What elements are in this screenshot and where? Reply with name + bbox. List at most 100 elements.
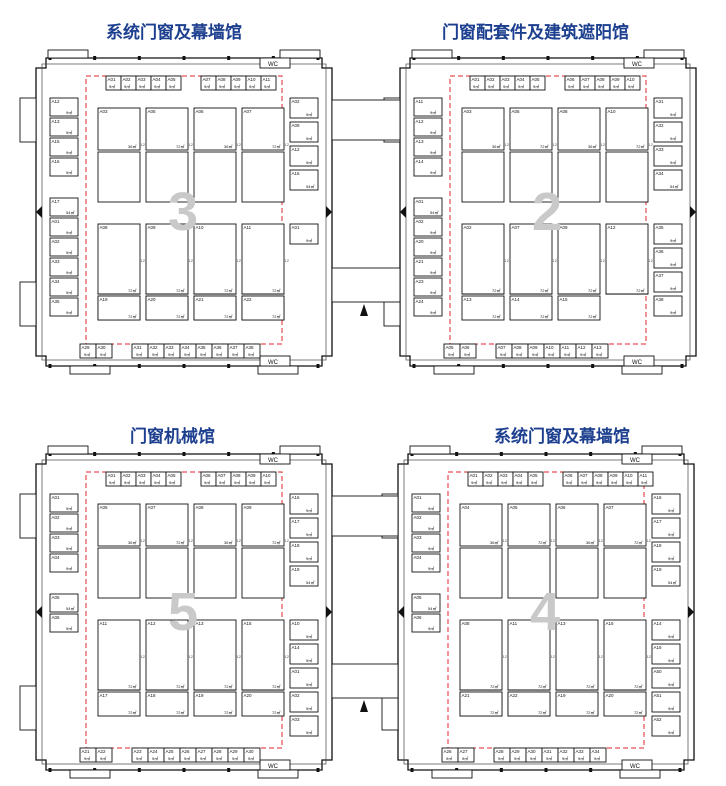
hall-3: WCWCA019㎡A029㎡A039㎡A049㎡A059㎡A079㎡A089㎡A… [19,49,333,375]
hall-number: 5 [168,582,198,642]
wc-label: WC [268,360,279,366]
booth-area: 9㎡ [109,83,115,89]
booth-number: A11 [416,99,424,104]
booth-area: 9㎡ [562,755,568,761]
booth-number: A13 [196,621,205,626]
booth-area: 9㎡ [473,83,479,89]
booth-area: 36㎡ [588,143,596,149]
booth-number: A06 [52,615,61,620]
column [591,56,595,60]
booth-area: 72㎡ [492,287,500,293]
booth-area: 9㎡ [668,657,674,663]
booth-number: A11 [244,225,252,230]
booth [49,493,79,513]
booth [193,295,237,321]
booth-area: 9㎡ [626,479,632,485]
booth-area: 9㎡ [500,351,506,357]
booth-area: 72㎡ [272,287,280,293]
booth-number: A03 [464,109,473,114]
booth-number: A01 [470,473,479,478]
booth-number: A10 [292,621,301,626]
booth-number: A03 [100,109,109,114]
booth-area: 9㎡ [488,83,494,89]
booth [49,117,79,137]
column-gap: 12 [189,654,194,659]
booth-number: A25 [166,749,175,754]
column-gap: 12 [553,142,558,147]
entrance-canopy [279,49,321,59]
column-gap: 12 [189,142,194,147]
booth-area: 9㎡ [668,507,674,513]
booth [555,691,599,717]
booth [555,503,599,547]
booth-area: 9㎡ [306,729,312,735]
entrance-canopy [411,49,453,59]
booth-area: 9㎡ [446,755,452,761]
hall-5-title: 门窗机械馆 [130,427,215,447]
booth [413,137,443,157]
booth-number: A52 [654,717,663,722]
booth-area: 9㎡ [670,309,676,315]
booth [653,121,683,143]
booth-area: 36㎡ [586,539,594,545]
booth [49,97,79,117]
booth-number: A26 [182,749,191,754]
booth-area: 9㎡ [184,755,190,761]
entrance-canopy [621,365,663,375]
booth-number: A34 [52,279,61,284]
wc-label: WC [268,458,279,464]
booth-number: A09 [292,123,301,128]
booth [289,541,319,563]
booth [241,503,285,547]
booth [289,619,319,641]
booth-number: A16 [292,495,301,500]
booth-area: 9㎡ [670,237,676,243]
booth [509,107,553,151]
booth-area: 72㎡ [634,539,642,545]
booth-number: A34 [182,345,191,350]
wc-box [259,57,291,69]
booth-area: 9㎡ [533,83,539,89]
booth-number: A13 [416,139,425,144]
booth-number: A01 [416,199,425,204]
booth-number: A19 [558,693,567,698]
booth [605,151,649,203]
booth [49,137,79,157]
booth-area: 9㎡ [306,159,312,165]
booth-number: A22 [244,297,253,302]
booth [509,295,553,321]
booth [461,151,505,203]
booth-area: 9㎡ [628,83,634,89]
booth [651,565,681,587]
booth-number: A05 [510,505,519,510]
entrance-canopy [257,769,299,779]
booth-area: 9㎡ [596,351,602,357]
booth-area: 9㎡ [66,309,72,315]
booth-number: A01 [52,495,61,500]
booth-area: 72㎡ [586,709,594,715]
booth-area: 72㎡ [272,539,280,545]
hall-wall [399,57,697,367]
booth-area: 72㎡ [538,539,546,545]
booth-area: 9㎡ [66,525,72,531]
booth-number: A35 [52,299,61,304]
booth-area: 72㎡ [540,313,548,319]
booth [529,75,546,91]
booth-number: A10 [196,225,205,230]
entrance-canopy [409,445,451,455]
booth-number: A06 [462,345,471,350]
column-gap: 12 [647,538,652,543]
booth-area: 9㎡ [84,755,90,761]
booth [557,223,601,295]
booth-number: A35 [198,345,207,350]
booth-area: 9㎡ [530,755,536,761]
booth [289,223,319,245]
entrance-canopy [619,769,661,779]
booth-area: 72㎡ [224,313,232,319]
booth-area: 72㎡ [540,143,548,149]
booth-number: A02 [414,515,423,520]
booth-number: A12 [52,99,61,104]
booth-area: 9㎡ [306,237,312,243]
column [455,452,459,456]
booth-area: 72㎡ [224,287,232,293]
